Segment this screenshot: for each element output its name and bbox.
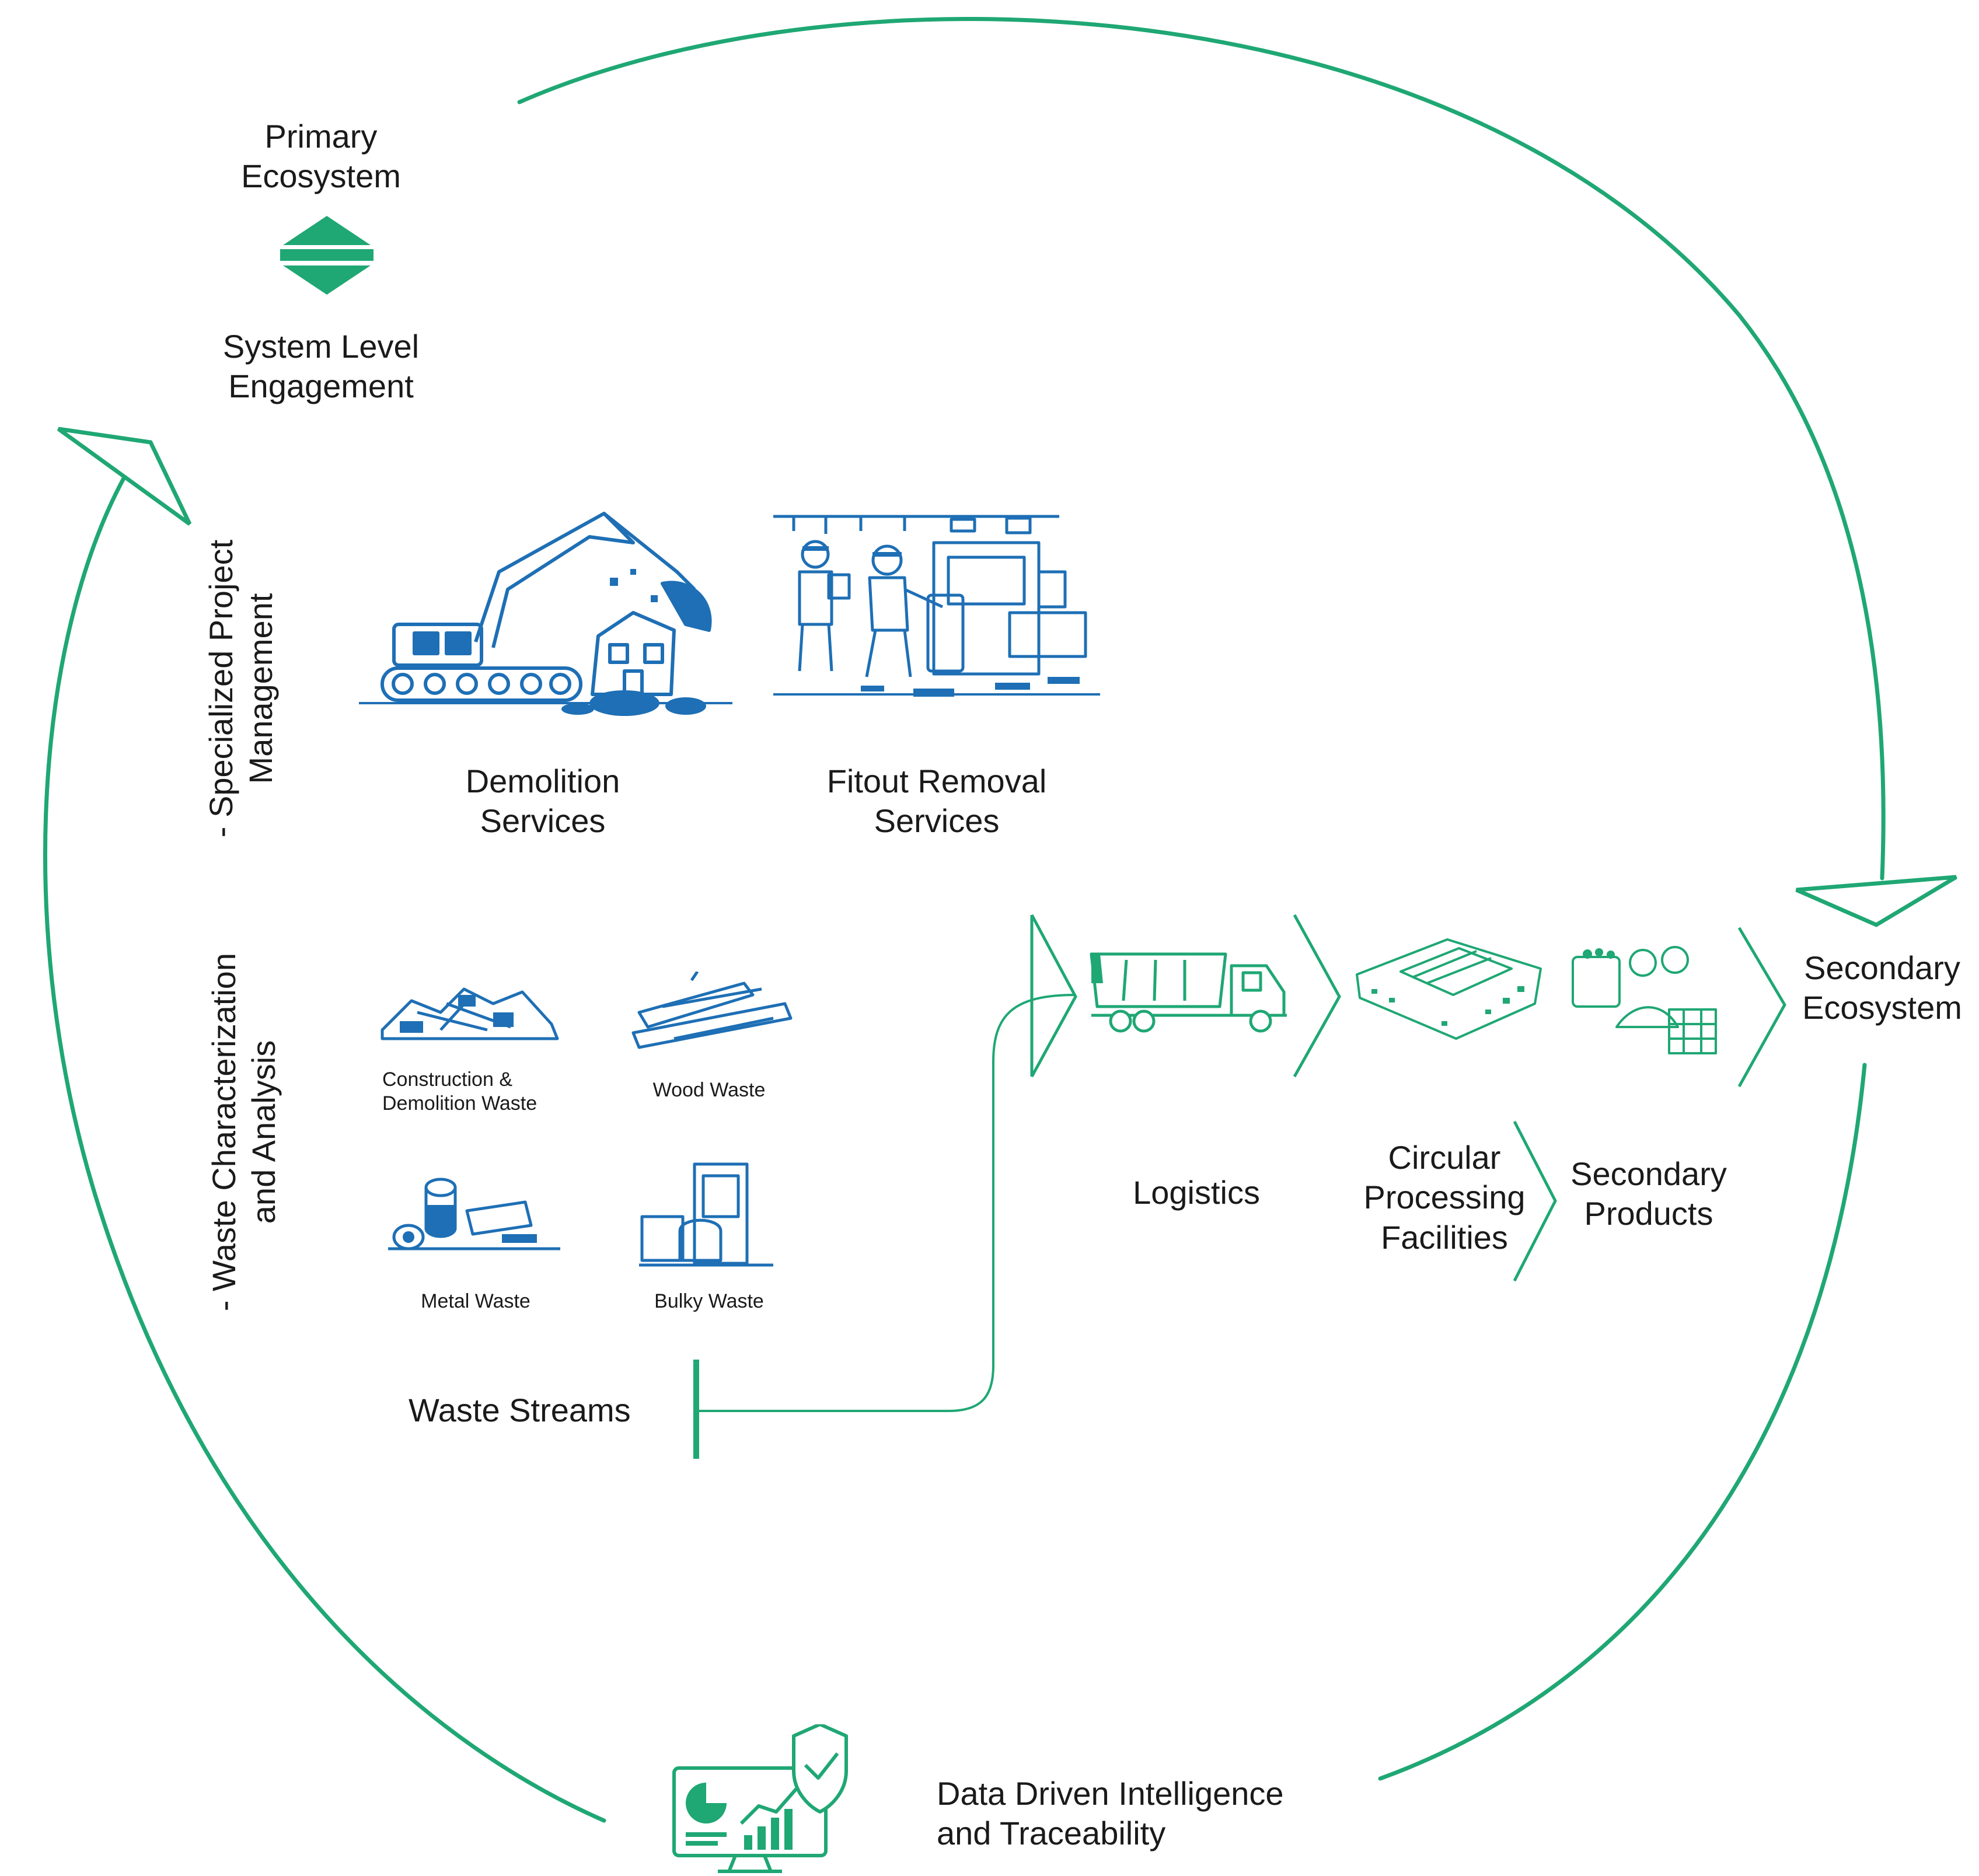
chevron-products xyxy=(1737,927,1786,1088)
metal-scrap-icon xyxy=(388,1178,560,1250)
double-chevron-icon xyxy=(280,216,374,295)
secondary-ecosystem-label: Secondary Ecosystem xyxy=(1802,949,1962,1026)
waste-streams-label: Waste Streams xyxy=(409,1392,631,1428)
rubble-icon xyxy=(381,987,559,1040)
data-driven-label: Data Driven Intelligence and Traceabilit… xyxy=(937,1775,1284,1852)
wood-waste-label: Wood Waste xyxy=(652,1079,766,1101)
cycle-arc-top xyxy=(517,17,1886,881)
furniture-icon xyxy=(639,1162,773,1267)
vertical-label-waste-char: - Waste Characterization and Analysis xyxy=(205,952,282,1312)
metal-waste-label: Metal Waste xyxy=(421,1290,530,1312)
vertical-label-project-mgmt: - Specialized Project Management xyxy=(203,539,280,838)
facility-icon xyxy=(1356,938,1542,1040)
fitout-removal-label: Fitout Removal Services xyxy=(826,763,1047,840)
cycle-arc-bottom xyxy=(1378,1063,1867,1781)
demolition-services-label: Demolition Services xyxy=(465,763,620,840)
chevron-circular xyxy=(1513,1120,1557,1282)
circular-processing-label: Circular Processing Facilities xyxy=(1363,1139,1526,1256)
chevron-logistics xyxy=(1030,914,1077,1078)
truck-icon xyxy=(1090,952,1287,1033)
system-level-label: System Level Engagement xyxy=(222,328,420,405)
cycle-arrowhead-right xyxy=(1795,875,1957,927)
bulky-waste-label: Bulky Waste xyxy=(654,1290,764,1312)
logistics-label: Logistics xyxy=(1133,1174,1260,1211)
secondary-products-label: Secondary Products xyxy=(1570,1155,1727,1232)
cd-waste-label: Construction & Demolition Waste xyxy=(382,1068,537,1115)
planks-icon xyxy=(631,972,793,1049)
waste-streams-connector xyxy=(697,994,1076,1412)
excavator-icon xyxy=(359,512,732,716)
products-icon xyxy=(1572,946,1717,1054)
primary-ecosystem-label: Primary Ecosystem xyxy=(241,118,401,195)
monitor-shield-icon xyxy=(672,1724,848,1873)
chevron-facility xyxy=(1293,914,1341,1078)
workers-icon xyxy=(773,515,1100,697)
cycle-arrowhead-left xyxy=(57,427,192,526)
cycle-arc-left xyxy=(43,453,606,1823)
